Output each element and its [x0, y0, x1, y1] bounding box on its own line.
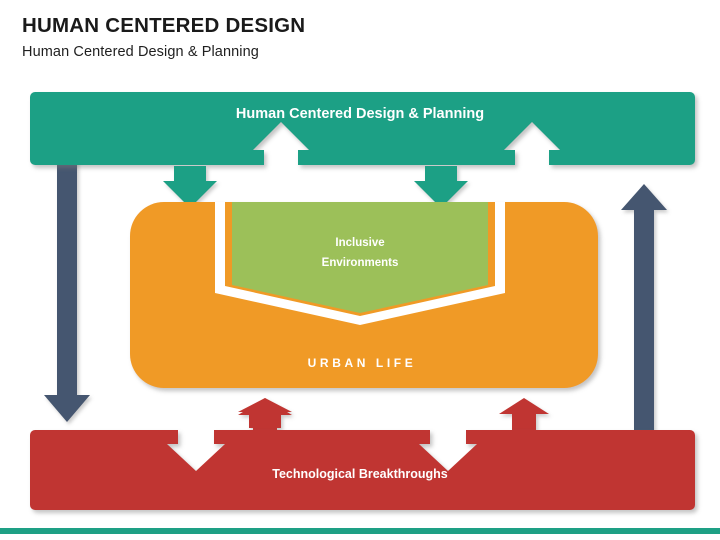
page-title: HUMAN CENTERED DESIGN [22, 14, 306, 37]
left-down-arrow [44, 158, 90, 422]
bottom-band-up-arrow-right [499, 398, 549, 431]
top-band-label: Human Centered Design & Planning [236, 106, 484, 122]
top-band-down-arrow-right [414, 166, 468, 208]
bottom-band-label: Technological Breakthroughs [272, 467, 448, 481]
inclusive-environments-label-line1: Inclusive [335, 237, 384, 249]
title-block: HUMAN CENTERED DESIGN Human Centered Des… [22, 14, 682, 61]
page-subtitle: Human Centered Design & Planning [22, 43, 259, 60]
bottom-band-up-arrow-left [238, 398, 292, 431]
bottom-band-group [30, 430, 695, 510]
top-band-group [30, 92, 695, 165]
inclusive-environments-shape [232, 202, 488, 313]
top-band-down-arrow-left [163, 166, 217, 208]
inclusive-environments-label-line2: Environments [322, 257, 399, 269]
bottom-accent-line [0, 528, 720, 534]
urban-life-label: URBAN LIFE [308, 356, 417, 370]
right-up-arrow [621, 184, 667, 443]
